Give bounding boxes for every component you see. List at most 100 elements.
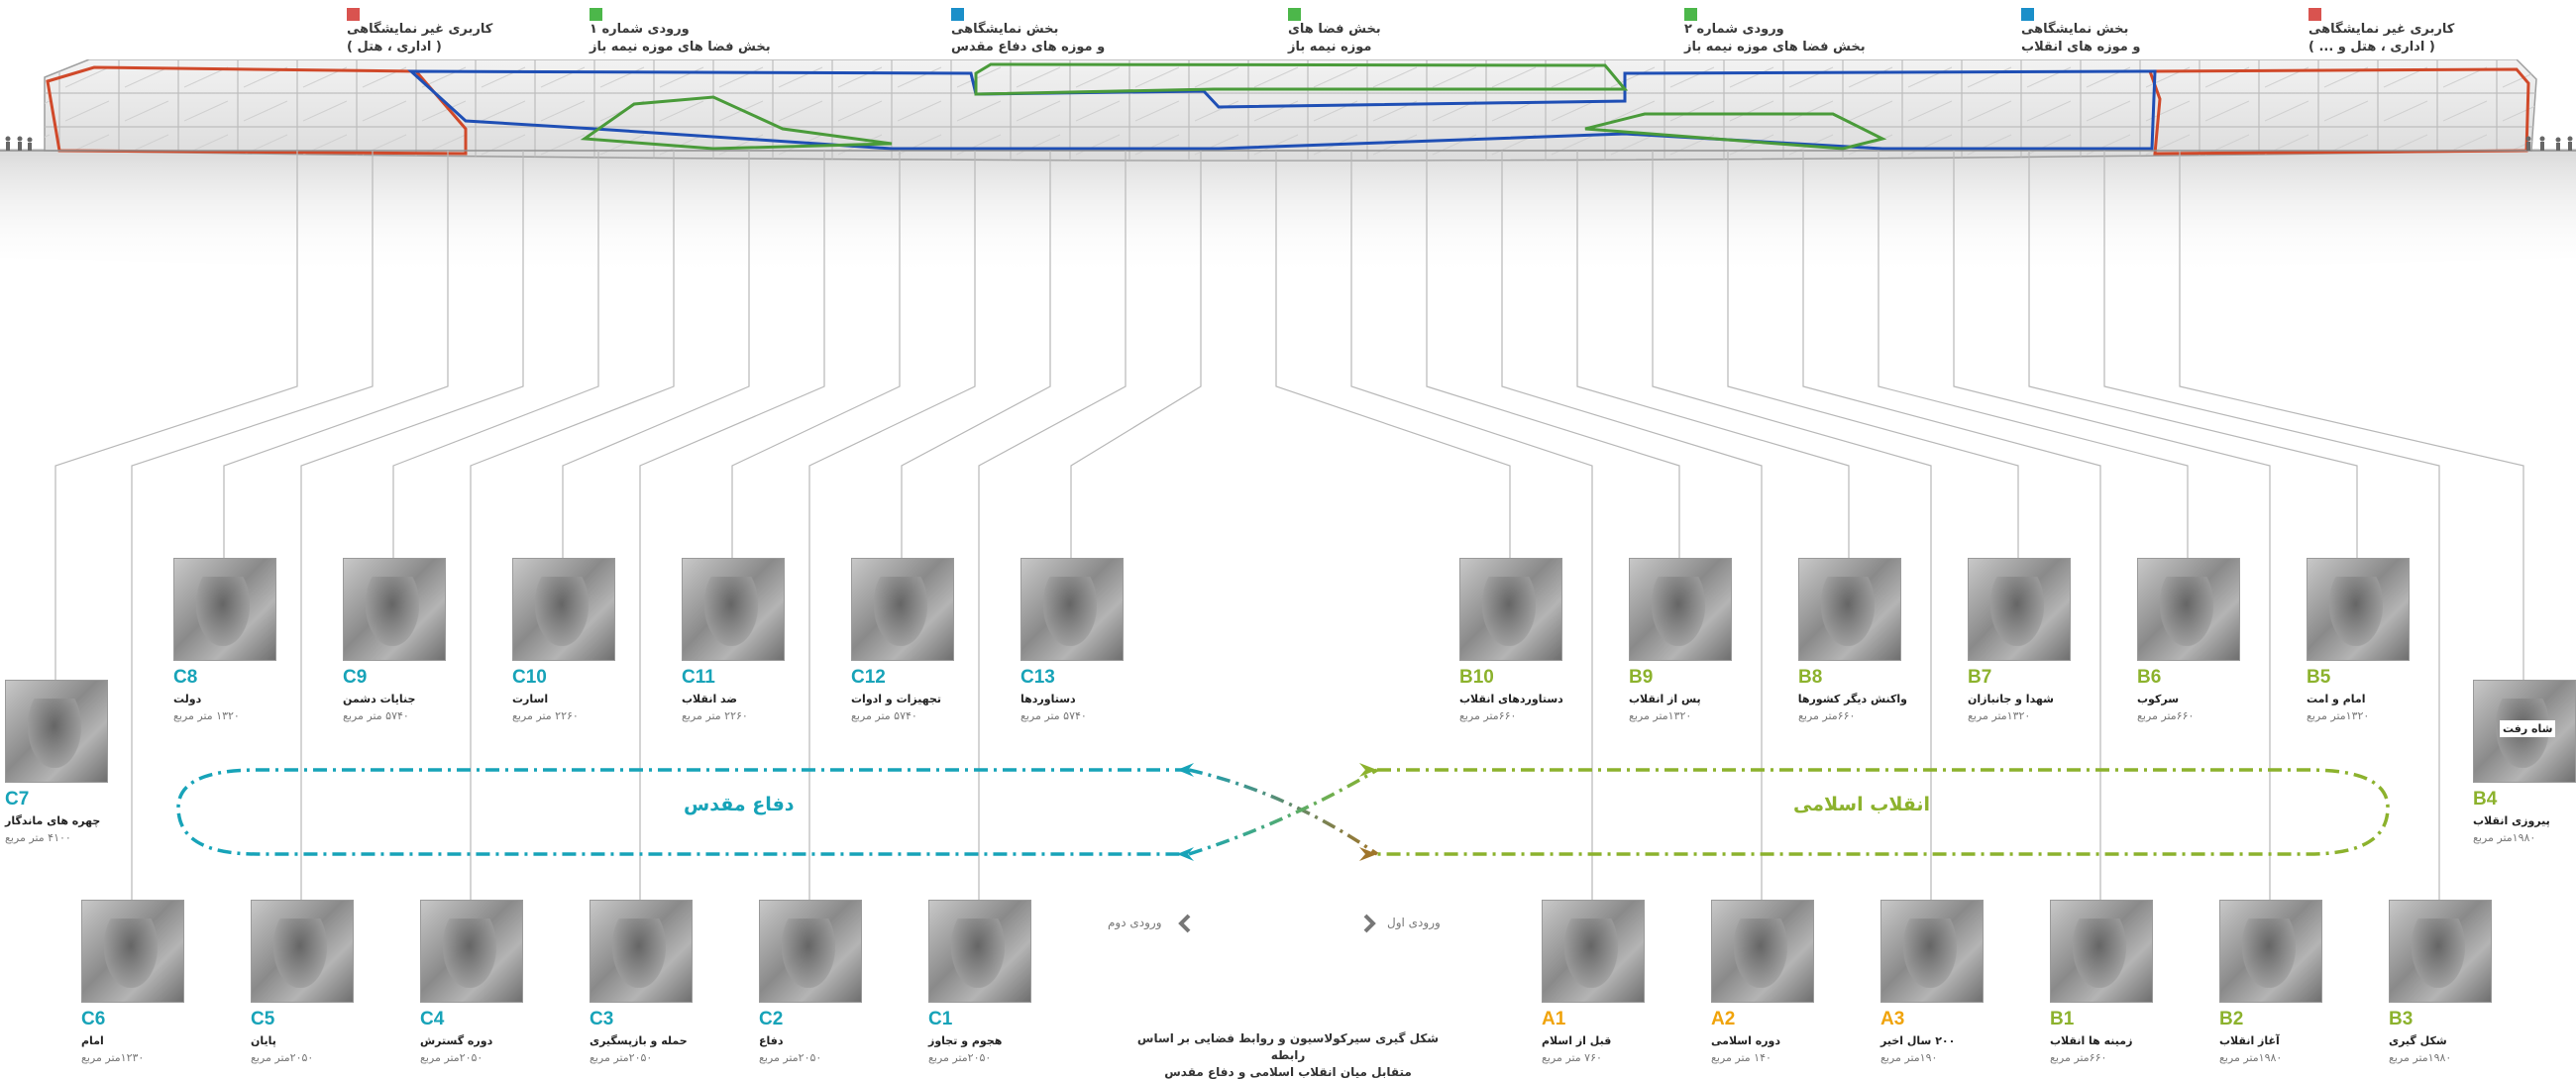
exhibit-code: C4: [420, 1009, 445, 1029]
exhibit-code: B8: [1798, 667, 1823, 688]
legend-sublabel: بخش فضا های موزه نیمه باز: [1684, 40, 1866, 54]
exhibit-card: C7 چهره های ماندگار ۴۱۰۰ متر مربع: [5, 680, 114, 848]
arrow-head-right-top: [1359, 763, 1377, 777]
exhibit-title: تجهیزات و ادوات: [851, 693, 942, 705]
exhibit-title: امام: [81, 1034, 104, 1047]
legend-item: کاربری غیر نمایشگاهی( اداری ، هتل و ... …: [2308, 8, 2497, 59]
exhibit-title: پیروزی انقلاب: [2473, 814, 2550, 827]
exhibit-code: C11: [682, 667, 715, 688]
chevron-left-icon: [1178, 914, 1191, 933]
exhibit-title: شکل گیری: [2389, 1034, 2447, 1047]
entry-second-label: ورودی دوم: [1108, 916, 1162, 929]
exhibit-title: امام و امت: [2307, 693, 2366, 705]
exhibit-photo: [5, 680, 108, 783]
exhibit-photo: [1542, 900, 1645, 1003]
exhibit-code: C13: [1020, 667, 1055, 688]
exhibit-code: C10: [512, 667, 547, 688]
exhibit-code: C7: [5, 789, 30, 810]
exhibit-area: ۴۱۰۰ متر مربع: [5, 831, 71, 844]
exhibit-title: واکنش دیگر کشورها: [1797, 693, 1907, 705]
exhibit-photo: [512, 558, 615, 661]
caption-line-1: شکل گیری سیرکولاسیون و روابط فضایی بر اس…: [1136, 1031, 1440, 1062]
exhibit-area: ۱۳۲۰متر مربع: [1629, 709, 1692, 722]
leader-line: [392, 151, 599, 558]
leader-line: [1802, 151, 2101, 900]
exhibit-card: C4 دوره گسترش ۲۰۵۰متر مربع: [420, 900, 529, 1068]
diagram-caption: شکل گیری سیرکولاسیون و روابط فضایی بر اس…: [1129, 1030, 1447, 1081]
exhibit-area: ۵۷۴۰ متر مربع: [343, 709, 409, 722]
legend-color-swatch: [1288, 8, 1301, 21]
legend-sublabel: بخش فضا های موزه نیمه باز: [590, 40, 771, 54]
leader-line: [808, 151, 976, 900]
exhibit-code: B9: [1629, 667, 1654, 688]
exhibit-area: ۵۷۴۰ متر مربع: [851, 709, 917, 722]
exhibit-card: C9 جنایات دشمن ۵۷۴۰ متر مربع: [343, 558, 452, 726]
exhibit-title: حمله و بازپسگیری: [590, 1034, 688, 1047]
exhibit-code: A2: [1711, 1009, 1736, 1029]
legend-label: کاربری غیر نمایشگاهی: [347, 22, 493, 37]
exhibit-photo: [1629, 558, 1732, 661]
legend-label: بخش نمایشگاهی: [951, 22, 1059, 37]
exhibit-area: ۱۲۳۰متر مربع: [81, 1051, 145, 1064]
arrow-head-left-top: [1177, 763, 1194, 777]
legend-color-swatch: [347, 8, 360, 21]
legend-color-swatch: [590, 8, 602, 21]
exhibit-title: اسارت: [512, 693, 549, 705]
exhibit-code: C12: [851, 667, 886, 688]
loop-label-islamic-revolution: انقلاب اسلامی: [1793, 794, 1931, 815]
legend-color-swatch: [2021, 8, 2034, 21]
leader-line: [1878, 151, 2189, 558]
legend-item: ورودی شماره ۲ بخش فضا های موزه نیمه باز: [1684, 8, 1873, 59]
legend-color-swatch: [2308, 8, 2321, 21]
exhibit-title: جنایات دشمن: [343, 693, 416, 705]
exhibit-title: دفاع: [759, 1034, 784, 1047]
building-cells: [45, 59, 2536, 161]
exhibit-code: B10: [1459, 667, 1494, 688]
exhibit-code: B3: [2389, 1009, 2414, 1029]
exhibit-area: ۲۰۵۰متر مربع: [590, 1051, 653, 1064]
exhibit-photo: [2050, 900, 2153, 1003]
leader-line: [1953, 151, 2271, 900]
exhibit-title: آغاز انقلاب: [2219, 1034, 2280, 1047]
exhibit-title: چهره های ماندگار: [5, 814, 101, 827]
exhibit-area: ۱۳۲۰ متر مربع: [173, 709, 240, 722]
exhibit-area: ۱۹۸۰متر مربع: [2473, 831, 2536, 844]
exhibit-photo: [928, 900, 1031, 1003]
leader-line: [978, 151, 1127, 900]
exhibit-photo: [759, 900, 862, 1003]
leader-line: [54, 151, 298, 680]
legend-label: ورودی شماره ۲: [1684, 22, 1784, 37]
exhibit-area: ۲۰۵۰متر مربع: [928, 1051, 992, 1064]
exhibit-area: ۶۶۰متر مربع: [2050, 1051, 2107, 1064]
exhibit-photo: [2307, 558, 2410, 661]
exhibit-area: ۲۰۵۰متر مربع: [420, 1051, 483, 1064]
exhibit-code: C9: [343, 667, 368, 688]
legend-label: بخش نمایشگاهی: [2021, 22, 2129, 37]
exhibit-title: دوره گسترش: [420, 1034, 493, 1047]
leader-line: [1652, 151, 1932, 900]
chevron-right-icon: [1363, 914, 1376, 933]
exhibit-photo: [1880, 900, 1984, 1003]
exhibit-title: دولت: [173, 693, 202, 705]
exhibit-photo: [590, 900, 693, 1003]
loop-right-path: [1377, 768, 2390, 856]
exhibit-code: B7: [1968, 667, 1992, 688]
exhibit-photo: [1798, 558, 1901, 661]
photo-sign-text: شاه رفت: [2500, 720, 2556, 737]
exhibit-code: B6: [2137, 667, 2162, 688]
exhibit-area: ۱۴۰ متر مربع: [1711, 1051, 1771, 1064]
